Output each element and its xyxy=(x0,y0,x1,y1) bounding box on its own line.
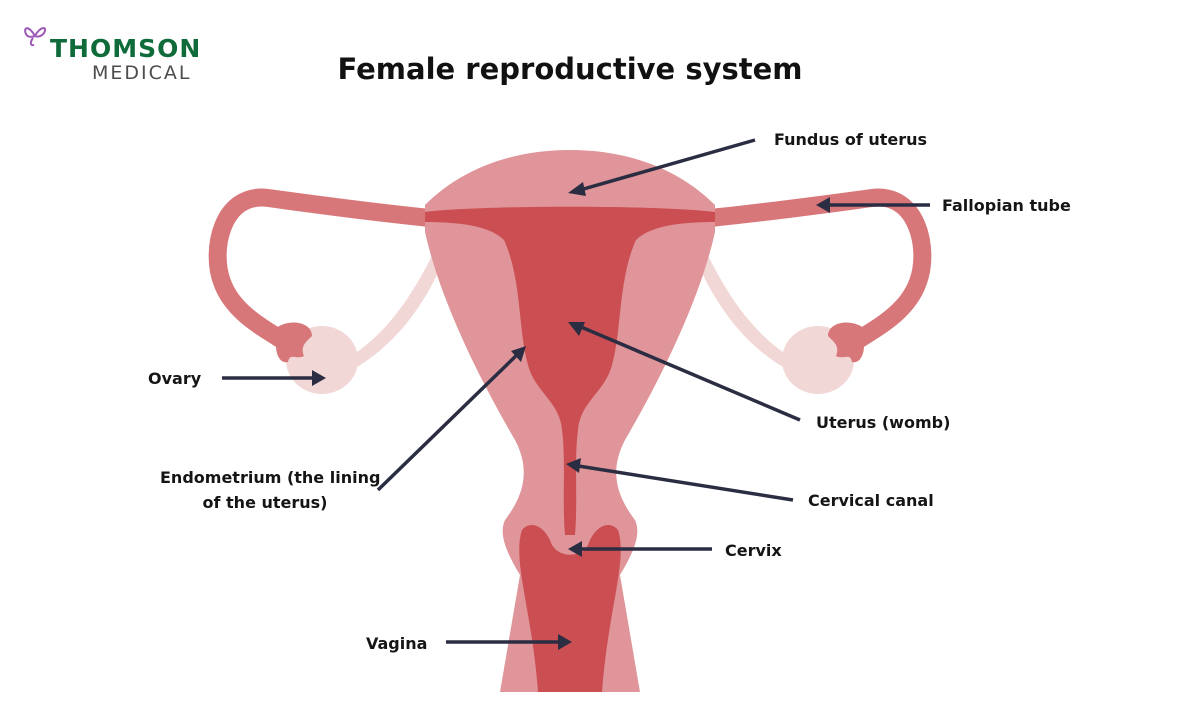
fundus-arrow xyxy=(568,138,756,196)
label-fallopian-tube: Fallopian tube xyxy=(942,196,1071,215)
label-vagina: Vagina xyxy=(366,634,428,653)
diagram-title: Female reproductive system xyxy=(337,52,803,86)
brand-name: THOMSON xyxy=(50,34,202,63)
left-fallopian-tube xyxy=(208,188,439,349)
label-endometrium-line1: Endometrium (the lining xyxy=(160,468,381,487)
left-fimbriae xyxy=(276,322,312,363)
uterine-cavity xyxy=(425,206,715,535)
label-fundus: Fundus of uterus xyxy=(774,130,928,149)
right-fallopian-tube xyxy=(701,188,932,349)
uterus-arrow xyxy=(568,322,801,422)
vaginal-canal xyxy=(519,525,621,692)
brand-logo: THOMSON MEDICAL xyxy=(22,22,222,84)
right-fimbriae xyxy=(828,322,864,363)
cervix-arrow xyxy=(568,541,712,557)
label-cervical-canal: Cervical canal xyxy=(808,491,934,510)
ovary-arrow xyxy=(222,370,326,386)
fallopian-arrow xyxy=(816,197,930,213)
label-cervix: Cervix xyxy=(725,541,782,560)
butterfly-logo-icon xyxy=(24,27,46,47)
label-ovary: Ovary xyxy=(148,369,202,388)
endometrium-arrow xyxy=(376,346,526,492)
cervical-canal-arrow xyxy=(566,458,794,502)
vagina-arrow xyxy=(446,634,572,650)
label-uterus: Uterus (womb) xyxy=(816,413,951,432)
label-endometrium-line2: of the uterus) xyxy=(202,493,328,512)
brand-subname: MEDICAL xyxy=(92,62,192,84)
label-endometrium: Endometrium (the lining of the uterus) xyxy=(160,465,381,515)
